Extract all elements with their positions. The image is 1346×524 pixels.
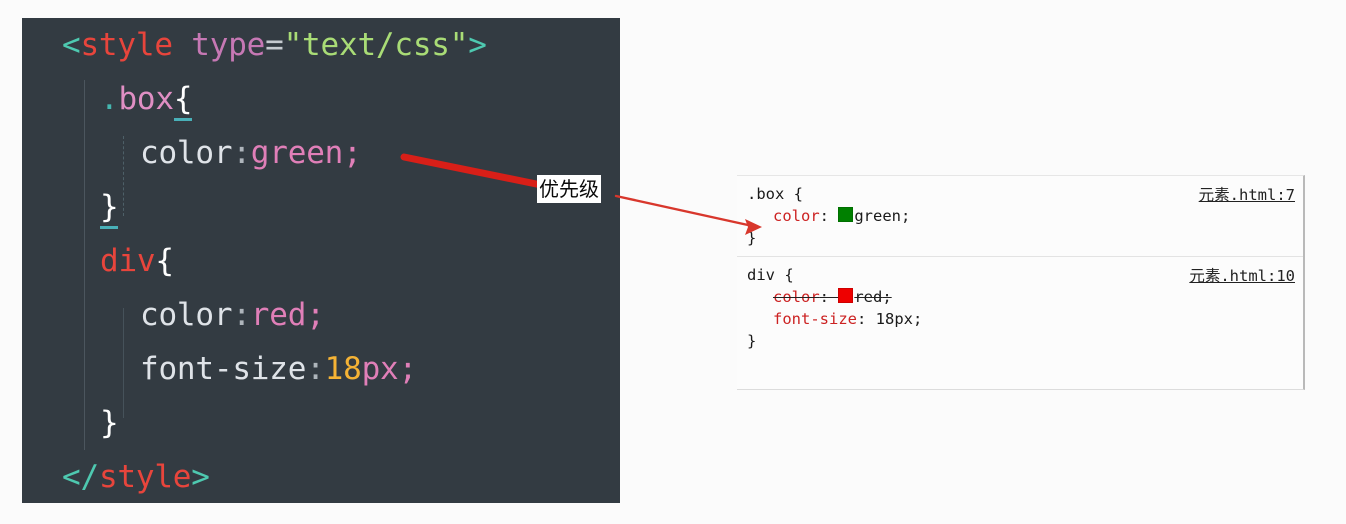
code-editor-panel[interactable]: <style type="text/css">.box{color:green;… [22, 18, 620, 503]
css-terminator: ; [882, 288, 892, 306]
code-line: div{ [22, 234, 620, 288]
css-property[interactable]: color [773, 288, 820, 306]
code-token: color [140, 135, 233, 171]
css-separator: : [857, 310, 876, 328]
code-token: < [62, 27, 81, 63]
code-token: box [118, 81, 174, 117]
source-link[interactable]: 元素.html:10 [1189, 267, 1295, 285]
color-swatch-icon[interactable] [838, 288, 854, 303]
css-property[interactable]: font-size [773, 310, 857, 328]
css-value[interactable]: 18px [875, 310, 913, 328]
code-token: "text/css" [283, 27, 469, 63]
indent-guide-inner [123, 308, 124, 418]
css-declaration[interactable]: color: red; [747, 286, 1291, 308]
code-token: font-size [140, 351, 307, 387]
indent-guide-dashed [123, 136, 124, 216]
code-line: </style> [22, 450, 620, 503]
color-swatch-icon[interactable] [838, 207, 854, 222]
css-terminator: ; [913, 310, 923, 328]
css-closing-brace: } [747, 332, 757, 350]
annotation-line-thin [614, 194, 759, 229]
code-token: color [140, 297, 233, 333]
code-token: ; [306, 297, 325, 333]
annotation-label: 优先级 [537, 175, 601, 203]
code-token [173, 27, 191, 63]
code-token: } [100, 189, 119, 229]
code-token: } [100, 405, 119, 441]
css-separator: : [819, 207, 839, 225]
css-value[interactable]: red [854, 288, 883, 306]
code-token: div [100, 243, 156, 279]
code-line: color:green; [22, 126, 620, 180]
code-token: { [173, 81, 193, 121]
code-token: green [250, 135, 344, 171]
css-declaration[interactable]: font-size: 18px; [747, 308, 1291, 330]
code-token: px [361, 351, 399, 387]
code-token: 18 [324, 351, 362, 387]
code-token: > [468, 27, 487, 63]
source-link[interactable]: 元素.html:7 [1198, 186, 1295, 204]
code-token: style [98, 459, 192, 495]
css-value[interactable]: green [854, 207, 902, 225]
css-separator: : [819, 288, 839, 306]
code-token: > [191, 459, 210, 495]
css-closing-brace: } [747, 229, 757, 247]
css-declaration[interactable]: color: green; [747, 205, 1291, 227]
code-token: ; [398, 351, 418, 387]
code-line: .box{ [22, 72, 620, 126]
code-token: </ [62, 459, 99, 495]
code-line: <style type="text/css"> [22, 18, 620, 72]
code-token: style [80, 27, 173, 63]
code-token: . [100, 81, 119, 117]
code-token: { [155, 243, 174, 279]
css-property[interactable]: color [773, 207, 820, 225]
code-token: : [232, 135, 251, 171]
code-token: : [232, 297, 251, 333]
code-token: type [191, 27, 266, 63]
code-token: : [306, 351, 325, 387]
code-token: red [250, 297, 307, 333]
css-selector[interactable]: div { [747, 266, 794, 284]
code-line: } [22, 396, 620, 450]
code-token: = [265, 27, 284, 63]
code-content[interactable]: <style type="text/css">.box{color:green;… [22, 18, 620, 503]
code-line: color:red; [22, 288, 620, 342]
code-token: ; [343, 135, 362, 171]
indent-guide-outer [84, 80, 85, 450]
code-line: } [22, 180, 620, 234]
code-line: font-size:18px; [22, 342, 620, 396]
css-terminator: ; [901, 207, 911, 225]
